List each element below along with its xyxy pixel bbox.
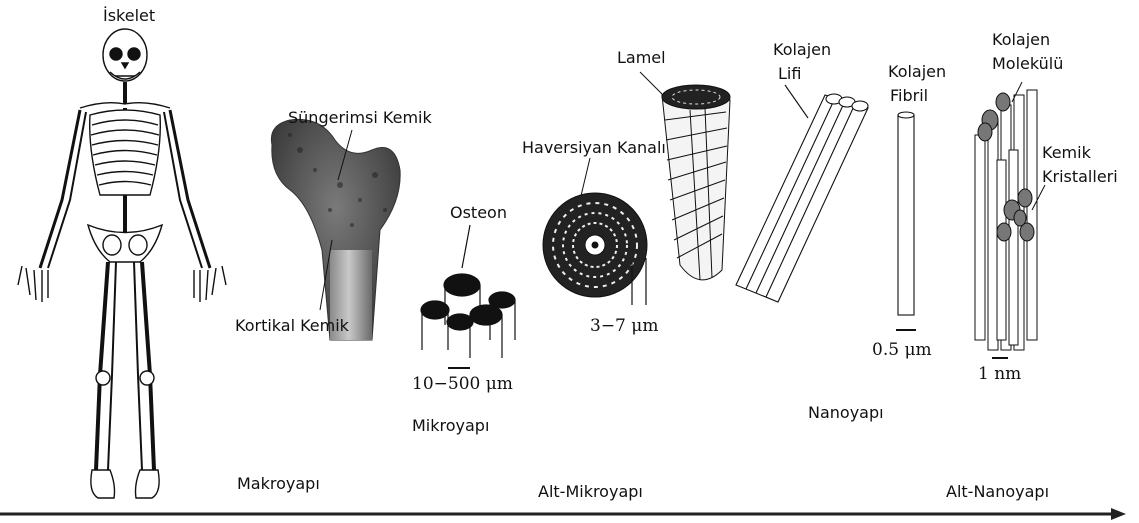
- osteon-label: Osteon: [450, 203, 507, 223]
- lamella-label: Lamel: [617, 48, 666, 68]
- collagen-fibril-label-2: Fibril: [890, 86, 928, 106]
- femur-bone: [271, 119, 400, 340]
- bone-crystals-label-1: Kemik: [1042, 143, 1091, 163]
- bone-crystals-label-2: Kristalleri: [1042, 167, 1118, 187]
- osteon-scale-label: 10−500 μm: [412, 374, 513, 394]
- scale-axis-arrow: [0, 508, 1126, 520]
- molecule-scale-label: 1 nm: [978, 364, 1021, 384]
- sub-micro-level-label: Alt-Mikroyapı: [538, 482, 643, 502]
- fibril-scale-label: 0.5 μm: [872, 340, 932, 360]
- collagen-fibril-label-1: Kolajen: [888, 62, 946, 82]
- collagen-molecule-label-2: Molekülü: [992, 54, 1063, 74]
- macro-level-label: Makroyapı: [237, 474, 320, 494]
- sub-nano-level-label: Alt-Nanoyapı: [946, 482, 1049, 502]
- lamella-scale-label: 3−7 μm: [590, 316, 658, 336]
- skeleton-label: İskelet: [103, 6, 155, 26]
- osteon-leader: [462, 225, 470, 268]
- cortical-bone-label: Kortikal Kemik: [235, 316, 349, 336]
- collagen-fiber-label-2: Lifi: [778, 64, 801, 84]
- lamella-cylinder: [640, 72, 730, 280]
- nano-level-label: Nanoyapı: [808, 403, 884, 423]
- collagen-fiber-bundle: [736, 85, 868, 302]
- haversian-cross-section: [543, 158, 647, 305]
- cancellous-bone-label: Süngerimsi Kemik: [288, 108, 432, 128]
- micro-level-label: Mikroyapı: [412, 416, 489, 436]
- collagen-molecule-label-1: Kolajen: [992, 30, 1050, 50]
- collagen-fiber-label-1: Kolajen: [773, 40, 831, 60]
- collagen-fibril-rod: [896, 112, 916, 330]
- collagen-molecule-array: [975, 82, 1045, 358]
- skeleton-figure: [18, 29, 226, 498]
- haversian-canal-label: Haversiyan Kanalı: [522, 138, 666, 158]
- osteon-cylinders: [421, 225, 515, 368]
- fiber-leader: [785, 85, 808, 118]
